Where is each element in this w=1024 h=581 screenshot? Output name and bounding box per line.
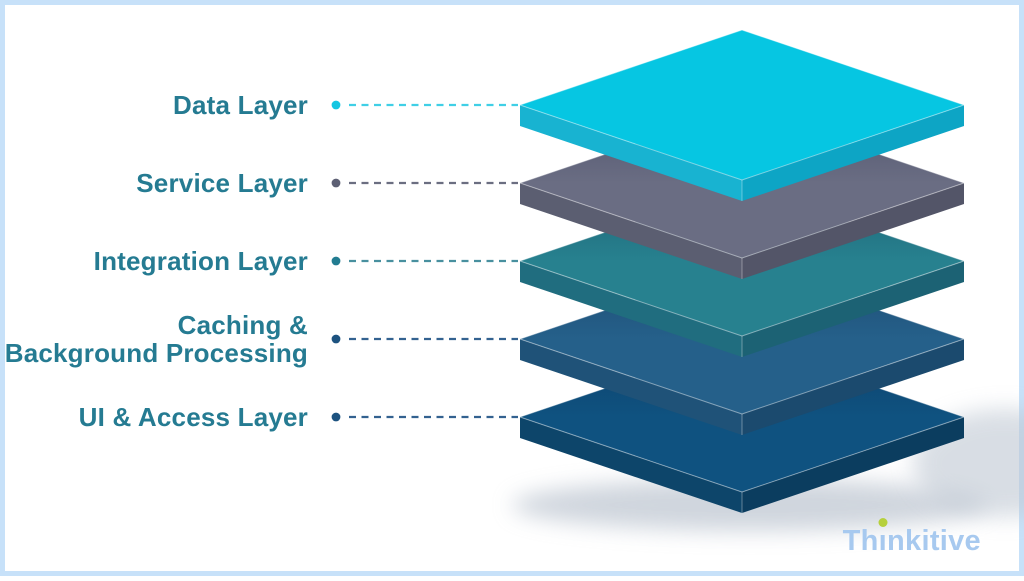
connector-dot-service-layer: [332, 179, 341, 188]
slab-group: [520, 30, 964, 513]
connector-dot-ui-access-layer: [332, 413, 341, 422]
logo-text-post: nkitive: [887, 525, 981, 557]
connector-group: [332, 101, 518, 422]
logo-green-dot-icon: [878, 518, 887, 527]
logo-text-pre: Th: [843, 525, 879, 557]
connector-dot-integration-layer: [332, 257, 341, 266]
connector-dot-data-layer: [332, 101, 341, 110]
layer-stack-graphic: [5, 5, 1024, 581]
logo-i-stem: ı: [879, 525, 887, 557]
connector-dot-caching-background-processing: [332, 335, 341, 344]
slab-top-face: [520, 30, 964, 180]
logo-letter-i: ı: [879, 525, 887, 558]
